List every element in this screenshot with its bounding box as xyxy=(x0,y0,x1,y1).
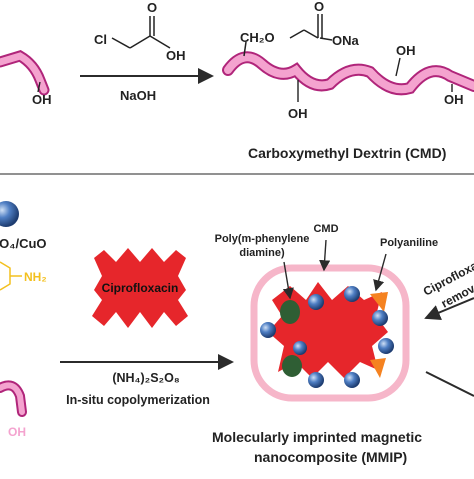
pmpd-callout-arrow xyxy=(282,261,294,300)
magnetic-nanoparticle xyxy=(260,322,276,338)
mmip-title-line1: Molecularly imprinted magnetic xyxy=(212,429,422,445)
carbonyl-o-label: O xyxy=(147,0,157,15)
cmd-oh-2: OH xyxy=(396,43,416,58)
cmd-callout-arrow xyxy=(319,239,331,272)
initiator-label: (NH₄)₂S₂O₈ xyxy=(112,371,180,385)
naoh-label: NaOH xyxy=(120,88,156,103)
poly-mpd-blob-2 xyxy=(282,355,302,377)
ciprofloxacin-label: Ciprofloxacin xyxy=(102,281,179,295)
carboxymethyl-group-bonds xyxy=(243,14,333,57)
cmd-carbonyl-label: O xyxy=(314,0,324,14)
dextrin-oh-label: OH xyxy=(32,92,52,107)
magnetic-nanoparticle xyxy=(344,372,360,388)
cl-atom-label: Cl xyxy=(94,32,107,47)
polyaniline-segment xyxy=(370,292,388,312)
cmd-oh-1: OH xyxy=(288,106,308,121)
mmip-title-line2: nanocomposite (MMIP) xyxy=(254,449,407,465)
bottom-oh-label: OH xyxy=(8,425,26,439)
fe3o4-cuo-label: Fe₃O₄/CuO xyxy=(0,236,47,251)
return-arrow xyxy=(425,371,474,397)
dextrin-oh-bond xyxy=(37,81,41,93)
ona-label: ONa xyxy=(332,33,360,48)
cmd-oh-3: OH xyxy=(444,92,464,107)
magnetic-nanoparticle xyxy=(344,286,360,302)
cmd-callout-label: CMD xyxy=(313,223,338,235)
magnetic-nanoparticle xyxy=(293,341,307,355)
magnetic-nanoparticle xyxy=(308,372,324,388)
ciprofloxacin-template xyxy=(92,248,188,328)
cmd-oh-bond-2 xyxy=(395,57,401,77)
pmpd-label-line2: diamine) xyxy=(239,247,285,259)
fe3o4-cuo-sphere xyxy=(0,201,19,227)
pmpd-label-line1: Poly(m-phenylene xyxy=(215,233,310,245)
process-label: In-situ copolymerization xyxy=(66,393,210,407)
chloroacetic-acid-structure xyxy=(111,16,171,49)
ch2o-label: CH₂O xyxy=(240,30,275,45)
poly-mpd-blob-1 xyxy=(280,300,300,324)
removal-arrow xyxy=(424,297,474,320)
pani-callout-label: Polyaniline xyxy=(380,237,438,249)
acid-oh-label: OH xyxy=(166,48,186,63)
magnetic-nanoparticle xyxy=(372,310,388,326)
magnetic-nanoparticle xyxy=(308,294,324,310)
nh2-label: NH₂ xyxy=(24,270,47,284)
polyaniline-segment-2 xyxy=(370,358,386,378)
cmd-product-label: Carboxymethyl Dextrin (CMD) xyxy=(248,145,446,161)
pani-callout-arrow xyxy=(373,253,387,292)
magnetic-nanoparticle xyxy=(378,338,394,354)
aniline-structure xyxy=(0,261,22,291)
